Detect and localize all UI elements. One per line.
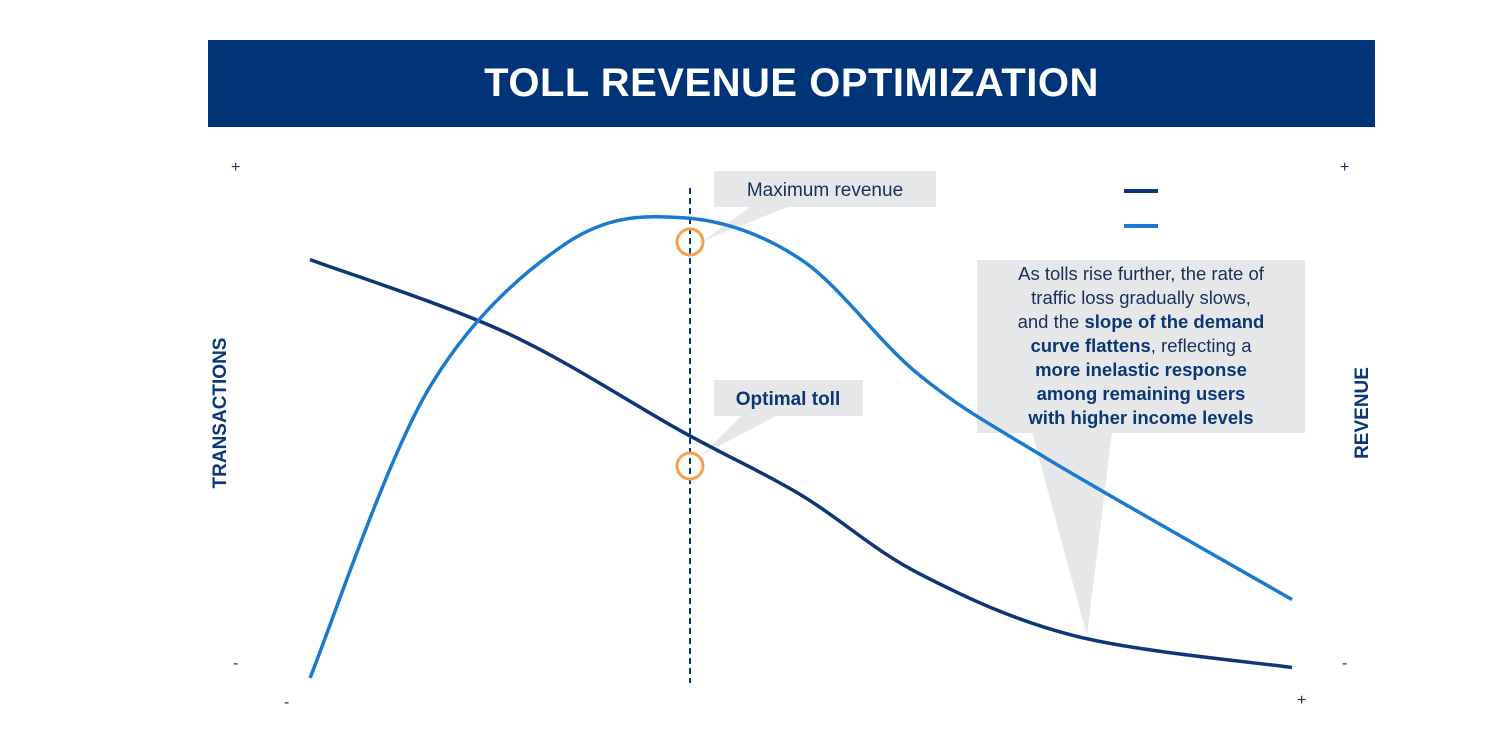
max-revenue-label: Maximum revenue xyxy=(747,180,903,201)
optimal-toll-label: Optimal toll xyxy=(736,389,841,410)
note-line: traffic loss gradually slows, xyxy=(1031,287,1251,308)
optimal-toll-label-rest: toll xyxy=(806,389,840,410)
transactions-axis-label: TRANSACTIONS xyxy=(210,338,231,489)
revenue-axis-label: REVENUE xyxy=(1352,367,1373,459)
elasticity-note: As tolls rise further, the rate of traffi… xyxy=(1018,263,1265,428)
chart-title: TOLL REVENUE OPTIMIZATION xyxy=(484,61,1099,105)
optimal-toll-marker xyxy=(675,451,705,481)
optimal-toll-callout-pointer xyxy=(702,415,778,455)
note-callout-pointer xyxy=(1032,432,1112,636)
note-line: curve flattens, reflecting a xyxy=(1030,335,1252,356)
right-axis-bottom-sign: - xyxy=(1342,655,1347,672)
note-line: As tolls rise further, the rate of xyxy=(1018,263,1265,284)
revenue-curve xyxy=(308,214,1293,679)
left-axis-top-sign: + xyxy=(231,159,240,176)
optimal-toll-label-bold: Optimal xyxy=(736,389,807,410)
right-axis-top-sign: + xyxy=(1340,159,1349,176)
max-revenue-callout-box xyxy=(714,171,936,207)
note-line: among remaining users xyxy=(1037,383,1246,404)
x-axis-left-sign: - xyxy=(284,694,289,711)
max-revenue-callout-pointer xyxy=(703,206,790,241)
optimal-toll-callout-box xyxy=(714,380,863,416)
note-line: and the slope of the demand xyxy=(1018,311,1265,332)
note-callout-box xyxy=(977,260,1305,433)
left-axis-bottom-sign: - xyxy=(233,655,238,672)
title-banner: TOLL REVENUE OPTIMIZATION xyxy=(208,40,1375,127)
note-line: more inelastic response xyxy=(1035,359,1247,380)
transactions-curve xyxy=(309,257,1293,670)
x-axis-right-sign: + xyxy=(1297,692,1306,709)
note-line: with higher income levels xyxy=(1027,407,1253,428)
maximum-revenue-marker xyxy=(675,227,705,257)
